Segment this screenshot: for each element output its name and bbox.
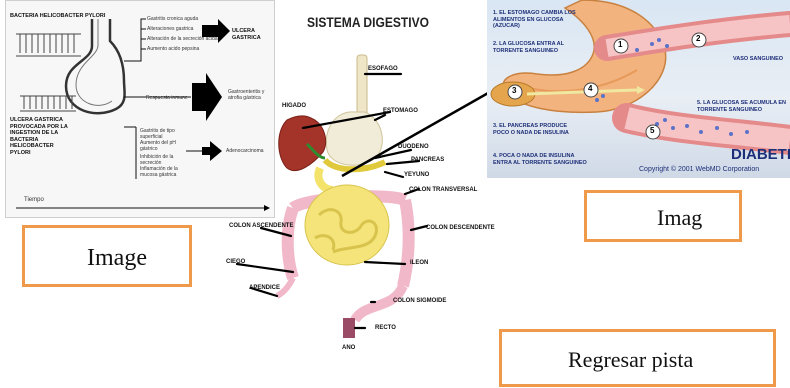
step-2-label: 2. LA GLUCOSA ENTRA AL TORRENTE SANGUINE… <box>493 41 573 54</box>
label-ciego: CIEGO <box>226 259 245 265</box>
top-label-2: Alteraciones gastrica <box>147 26 193 32</box>
label-colon-sigmoide: COLON SIGMOIDE <box>393 298 446 304</box>
top-label-3: Alteración de la secreción acida <box>147 36 218 42</box>
marker-3: 3 <box>512 88 516 95</box>
copyright-label: Copyright © 2001 WebMD Corporation <box>639 166 759 173</box>
diabetes-image: 1 2 3 4 5 1. EL ESTOMAGO CAMBIA LOS ALIM… <box>487 0 790 178</box>
imag-button[interactable]: Imag <box>584 190 742 242</box>
bottom-label-4: Inflamación de la mucosa gástrica <box>140 166 188 178</box>
ulcera-caption: ULCERA GASTRICA PROVOCADA POR LA INGESTI… <box>10 117 72 156</box>
step-4-label: 4. POCA O NADA DE INSULINA ENTRA AL TORR… <box>493 153 593 166</box>
vessel-label: VASO SANGUINEO <box>733 56 783 63</box>
diagram-title: SISTEMA DIGESTIVO <box>307 14 406 30</box>
regresar-pista-button[interactable]: Regresar pista <box>499 329 776 387</box>
label-colon-ascendente: COLON ASCENDENTE <box>229 223 293 229</box>
tiempo-label: Tiempo <box>24 197 44 203</box>
bottom-label-2: Aumento del pH gástrico <box>140 140 188 152</box>
step-3-label: 3. EL PANCREAS PRODUCE POCO O NADA DE IN… <box>493 123 573 136</box>
bacteria-title: BACTERIA HELICOBACTER PYLORI <box>10 13 120 20</box>
label-ano: ANO <box>342 345 355 351</box>
label-colon-descendente: COLON DESCENDENTE <box>426 225 495 231</box>
label-colon-transversal: COLON TRANSVERSAL <box>409 187 477 193</box>
diabetes-title: DIABETES <box>731 146 790 163</box>
label-apendice: APENDICE <box>249 285 280 291</box>
respuesta-label: Respuesta inmune <box>146 95 188 101</box>
step-1-label: 1. EL ESTOMAGO CAMBIA LOS ALIMENTOS EN G… <box>493 10 583 30</box>
bottom-label-3: Inhibición de la secreción <box>140 154 188 166</box>
image-button[interactable]: Image <box>22 225 192 287</box>
label-esofago: ESOFAGO <box>368 66 398 72</box>
label-higado: HIGADO <box>282 103 306 109</box>
bottom-label-1: Gastritis de tipo superficial <box>140 128 188 140</box>
top-label-1: Gastritis cronica aguda <box>147 16 198 22</box>
marker-1: 1 <box>618 42 622 49</box>
marker-5: 5 <box>650 128 654 135</box>
label-ileon: ILEON <box>410 260 428 266</box>
step-5-label: 5. LA GLUCOSA SE ACUMULA EN TORRENTE SAN… <box>697 100 787 113</box>
connector-line <box>340 80 510 180</box>
marker-2: 2 <box>696 36 700 43</box>
label-recto: RECTO <box>375 325 396 331</box>
marker-4: 4 <box>588 86 592 93</box>
top-label-4: Aumento acido pepsina <box>147 46 199 52</box>
